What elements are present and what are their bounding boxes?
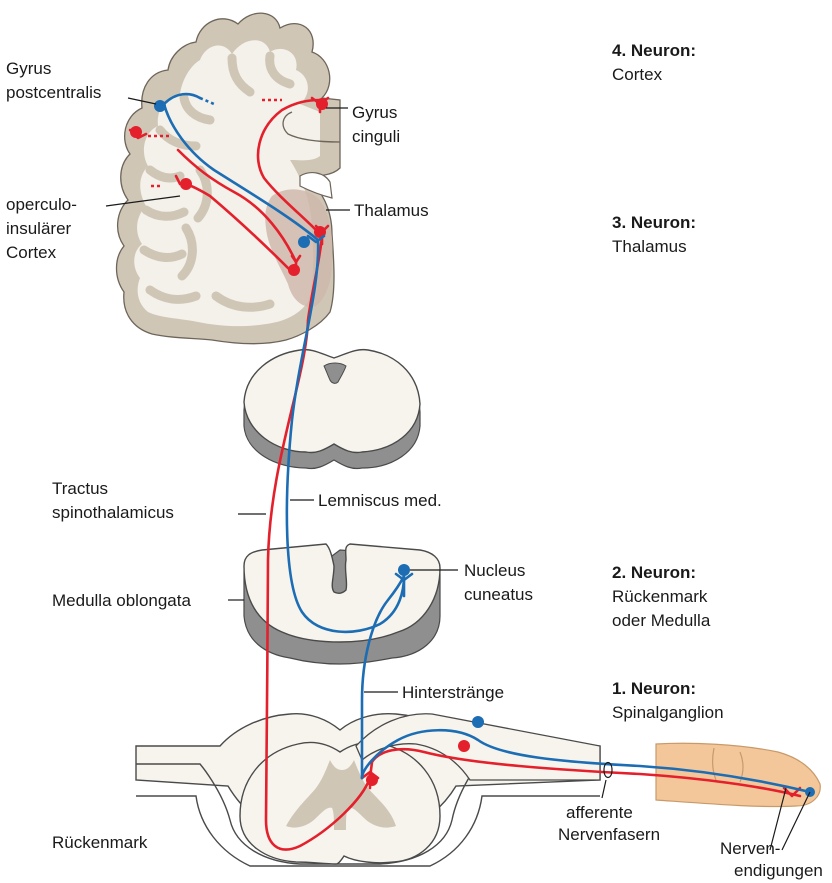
label-nucleus-1: Nucleus [464,561,525,580]
red-soma [180,178,192,190]
red-soma [458,740,470,752]
blue-soma [154,100,166,112]
label-gyrus-postcentralis-2: postcentralis [6,83,101,102]
neuron1-place: Spinalganglion [612,703,724,722]
neuron4-title: 4. Neuron: [612,41,696,60]
finger-shape [656,743,820,806]
neuron1-title: 1. Neuron: [612,679,696,698]
finger [656,743,820,806]
red-soma [130,126,142,138]
label-medulla: Medulla oblongata [52,591,191,610]
label-hinterstraenge: Hinterstränge [402,683,504,702]
label-thalamus: Thalamus [354,201,429,220]
label-gyrus-cinguli-2: cinguli [352,127,400,146]
lower-cord-section [136,714,600,866]
blue-soma [472,716,484,728]
upper-cord-section [244,350,420,469]
neuron2-title: 2. Neuron: [612,563,696,582]
label-nucleus-2: cuneatus [464,585,533,604]
label-nerven-2: endigungen [734,861,823,880]
label-tractus-2: spinothalamicus [52,503,174,522]
blue-soma [398,564,410,576]
label-gyrus-cinguli-1: Gyrus [352,103,397,122]
medulla-section [244,544,440,664]
neuron4-place: Cortex [612,65,663,84]
label-rueckenmark: Rückenmark [52,833,148,852]
blue-soma [298,236,310,248]
label-afferente-1: afferente [566,803,633,822]
label-operculo-3: Cortex [6,243,57,262]
label-lemniscus: Lemniscus med. [318,491,442,510]
red-soma [366,774,378,786]
label-gyrus-postcentralis-1: Gyrus [6,59,51,78]
red-soma [288,264,300,276]
label-afferente-2: Nervenfasern [558,825,660,844]
label-nerven-1: Nerven- [720,839,780,858]
neuron2-place-1: Rückenmark [612,587,708,606]
neuron3-place: Thalamus [612,237,687,256]
leader-afferente [602,763,612,799]
neuron3-title: 3. Neuron: [612,213,696,232]
label-tractus-1: Tractus [52,479,108,498]
label-operculo-1: operculo- [6,195,77,214]
label-operculo-2: insulärer [6,219,72,238]
neuron2-place-2: oder Medulla [612,611,711,630]
